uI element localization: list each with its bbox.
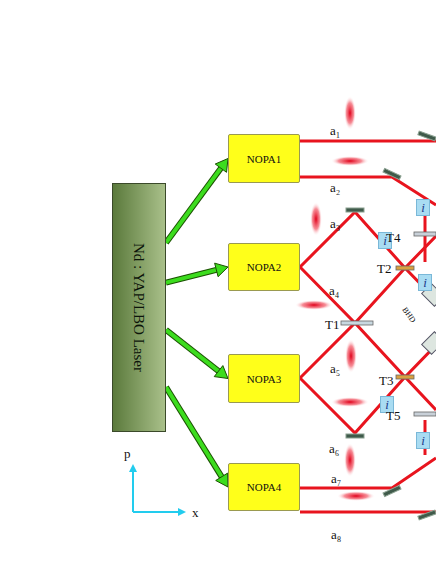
- nopa-box: NOPA3: [228, 354, 300, 403]
- mirrors: [346, 131, 436, 520]
- isolator-box: i: [416, 432, 430, 449]
- beam-profiles: [295, 96, 375, 501]
- mode-label: a₄: [329, 284, 339, 297]
- box-label: Nd : YAP/LBO Laser: [131, 243, 148, 372]
- mode-label: a₂: [330, 181, 340, 194]
- beam-splitters: [341, 232, 436, 416]
- detector-label: BHD: [400, 306, 416, 324]
- mode-label: a₈: [331, 528, 341, 541]
- mode-label: a₇: [331, 472, 341, 485]
- bhd-detector: [422, 284, 436, 355]
- axis-label: x: [192, 506, 199, 519]
- pump-arrow: [166, 159, 228, 243]
- mode-label: a₁: [330, 124, 340, 137]
- nopa-box: NOPA4: [228, 463, 300, 511]
- box-label: NOPA3: [247, 373, 281, 385]
- splitter-label: T4: [386, 231, 400, 244]
- isolator-label: i: [421, 434, 425, 447]
- isolator-box: i: [418, 274, 432, 291]
- nopa-box: NOPA2: [228, 243, 300, 291]
- splitter-label: T2: [377, 262, 391, 275]
- mode-label: a₃: [330, 217, 340, 230]
- laser-box: Nd : YAP/LBO Laser: [112, 183, 166, 432]
- pump-arrow: [166, 330, 228, 379]
- pump-arrow: [166, 263, 228, 282]
- splitter-label: T1: [325, 318, 339, 331]
- axes: [133, 466, 184, 512]
- box-label: NOPA4: [247, 481, 281, 493]
- nopa-box: NOPA1: [228, 134, 300, 183]
- mode-label: a₆: [329, 442, 339, 455]
- axis-label: p: [124, 447, 131, 460]
- laser-beams: [300, 141, 436, 512]
- box-label: NOPA2: [247, 261, 281, 273]
- isolator-label: i: [421, 201, 425, 214]
- isolator-box: i: [416, 199, 430, 216]
- mode-label: a₅: [330, 362, 340, 375]
- box-label: NOPA1: [247, 153, 281, 165]
- isolator-label: i: [423, 276, 427, 289]
- splitter-label: T3: [379, 374, 393, 387]
- pump-arrow: [166, 387, 228, 487]
- splitter-label: T5: [386, 409, 400, 422]
